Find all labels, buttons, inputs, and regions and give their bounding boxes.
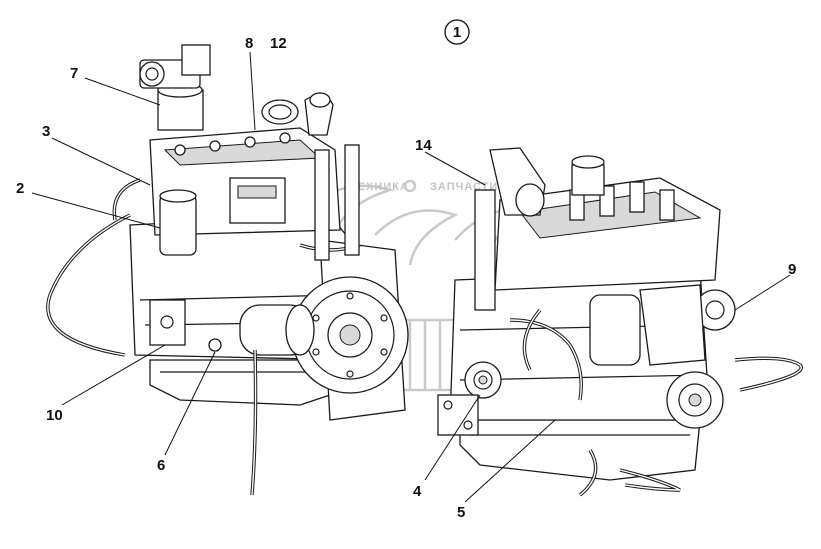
left-engine	[46, 44, 409, 496]
callout-2: 2	[16, 180, 24, 197]
drain-plug-6	[208, 338, 222, 352]
left-mount	[149, 299, 186, 346]
callout-9: 9	[788, 261, 796, 278]
fuel-filter-2	[159, 194, 197, 256]
callout-8: 8	[245, 35, 253, 52]
callout-10: 10	[46, 407, 63, 424]
watermark-text-left: ТЕХНИКА	[350, 181, 409, 193]
callout-7: 7	[70, 65, 78, 82]
right-oil-pan	[459, 419, 701, 481]
figure-number-badge: 1	[444, 19, 470, 45]
callout-12: 12	[270, 35, 287, 52]
callout-6: 6	[157, 457, 165, 474]
callout-labels: 7 8 12 3 2 14 9 10 6 4 5	[16, 35, 796, 521]
fuel-pump	[229, 177, 286, 224]
leader-lines	[31, 51, 791, 503]
filler-cap-12	[261, 99, 299, 125]
right-cable	[734, 356, 803, 392]
watermark-gear-icon	[403, 179, 417, 193]
oil-filter	[589, 294, 641, 366]
right-vertical-pipe	[474, 189, 496, 311]
callout-14: 14	[415, 137, 432, 154]
left-cable-10	[46, 213, 131, 357]
figure-number: 1	[453, 24, 461, 41]
callout-5: 5	[457, 504, 465, 521]
right-engine	[437, 147, 803, 497]
callout-3: 3	[42, 123, 50, 140]
callout-4: 4	[413, 483, 422, 500]
